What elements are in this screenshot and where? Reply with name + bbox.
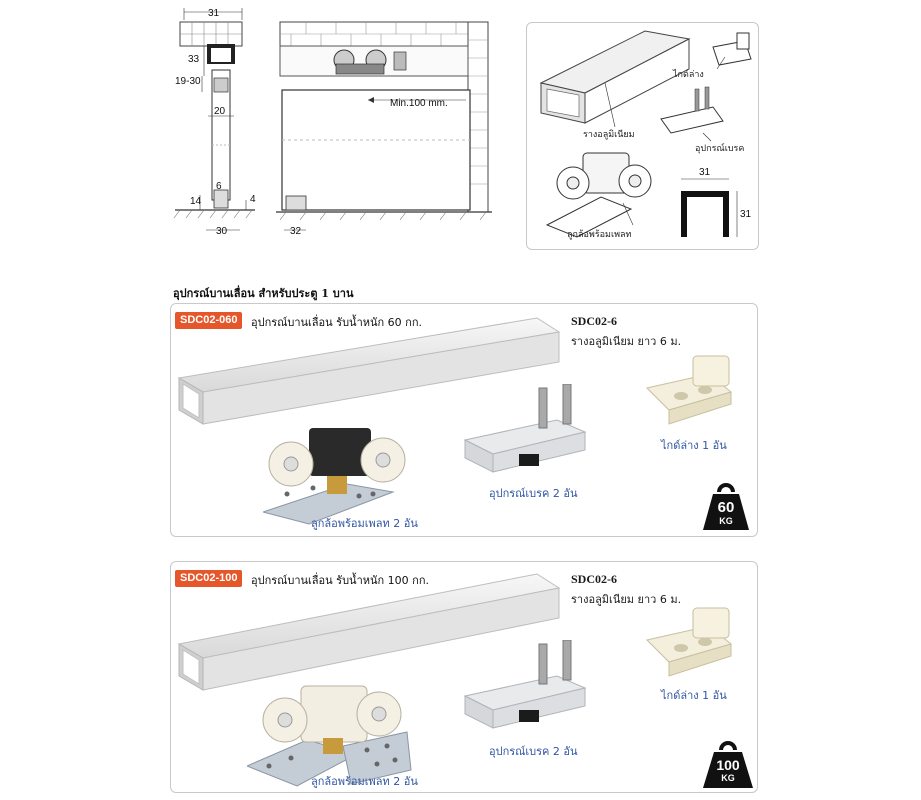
kettlebell-weight-icon: 60 KG xyxy=(701,478,751,532)
label-bottom-guide: ไกด์ล่าง xyxy=(673,70,704,80)
rail-code: SDC02-6 xyxy=(571,314,618,328)
brake-label: อุปกรณ์เบรค 2 อัน xyxy=(489,745,578,758)
kettlebell-weight-icon: 100 KG xyxy=(701,736,755,790)
guide-label: ไกด์ล่าง 1 อัน xyxy=(661,689,727,702)
dim-30: 30 xyxy=(216,226,228,237)
section-heading: อุปกรณ์บานเลื่อน สำหรับประตู 1 บาน xyxy=(173,287,354,300)
dim-31-top: 31 xyxy=(208,8,220,19)
roller-image xyxy=(263,416,413,526)
side-section-drawing: 31 33 19-30 20 6 14 4 30 xyxy=(170,0,260,240)
front-elevation-drawing: Min.100 mm. 32 xyxy=(276,0,496,240)
rail-description: รางอลูมิเนียม ยาว 6 ม. xyxy=(571,593,682,606)
product-description: อุปกรณ์บานเลื่อน รับน้ำหนัก 100 กก. xyxy=(251,574,429,587)
dim-20: 20 xyxy=(214,106,226,117)
rail-image xyxy=(177,312,567,442)
profile-dim-height: 31 xyxy=(740,209,752,220)
label-aluminium-rail: รางอลูมิเนียม xyxy=(583,130,635,140)
product-description: อุปกรณ์บานเลื่อน รับน้ำหนัก 60 กก. xyxy=(251,316,422,329)
dim-min-gap: Min.100 mm. xyxy=(390,98,448,109)
brake-image xyxy=(461,384,591,474)
exploded-parts-panel: 31 31 ไกด์ล่าง รางอลูมิเนียม อุปกรณ์เบรค… xyxy=(526,22,759,250)
roller-image xyxy=(247,680,417,792)
product-card: SDC02-100 อุปกรณ์บานเลื่อน รับน้ำหนัก 10… xyxy=(170,561,758,793)
roller-label: ลูกล้อพร้อมเพลท 2 อัน xyxy=(311,517,418,530)
dim-4: 4 xyxy=(250,194,256,205)
dim-19-30: 19-30 xyxy=(175,76,201,87)
guide-label: ไกด์ล่าง 1 อัน xyxy=(661,439,727,452)
dim-6: 6 xyxy=(216,181,222,192)
guide-image xyxy=(643,352,739,428)
product-code-badge: SDC02-100 xyxy=(175,570,243,587)
weight-value: 100 xyxy=(716,757,740,773)
product-code-badge: SDC02-060 xyxy=(175,312,243,329)
guide-image xyxy=(643,604,739,680)
rail-description: รางอลูมิเนียม ยาว 6 ม. xyxy=(571,335,682,348)
weight-unit: KG xyxy=(719,516,733,526)
dim-14: 14 xyxy=(190,196,202,207)
weight-value: 60 xyxy=(717,499,735,516)
dim-33: 33 xyxy=(188,54,200,65)
profile-dim-width: 31 xyxy=(699,167,711,178)
brake-label: อุปกรณ์เบรค 2 อัน xyxy=(489,487,578,500)
dim-32: 32 xyxy=(290,226,302,237)
rail-code: SDC02-6 xyxy=(571,572,618,586)
brake-image xyxy=(461,640,591,730)
label-roller: ลูกล้อพร้อมเพลท xyxy=(567,230,632,240)
label-brake: อุปกรณ์เบรค xyxy=(695,144,745,154)
roller-label: ลูกล้อพร้อมเพลท 2 อัน xyxy=(311,775,418,788)
product-card: SDC02-060 อุปกรณ์บานเลื่อน รับน้ำหนัก 60… xyxy=(170,303,758,537)
weight-unit: KG xyxy=(721,773,735,783)
rail-image xyxy=(177,568,567,698)
